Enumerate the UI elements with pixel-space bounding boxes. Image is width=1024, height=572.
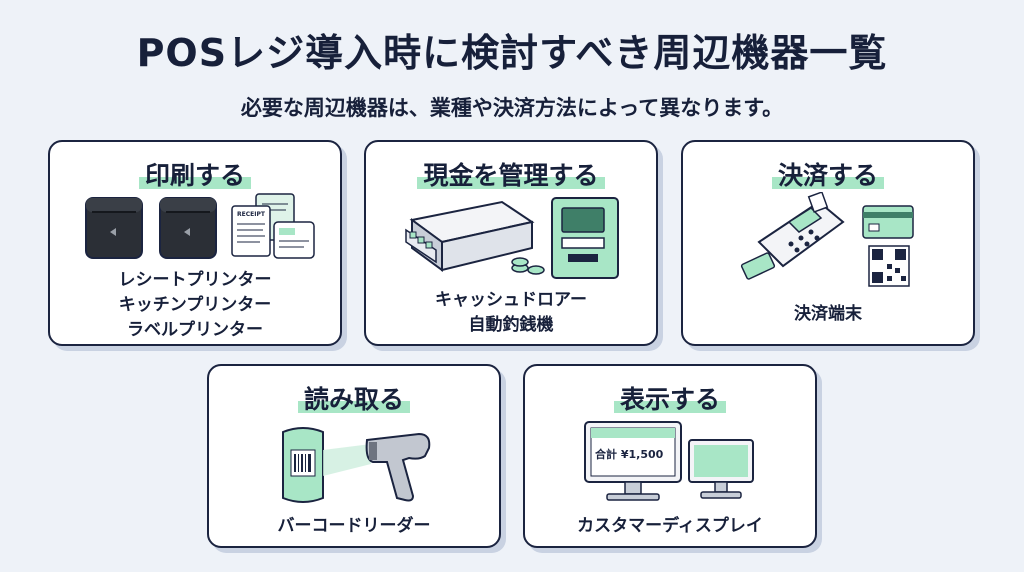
card-label-cash: キャッシュドロアー 自動釣銭機 [435,290,587,335]
cash-drawer-icon [405,200,535,272]
kitchen-printer-icon [159,197,217,259]
card-label-scan: バーコードリーダー [277,516,431,536]
card-title-scan: 読み取る [209,380,499,416]
qr-code-icon [868,245,910,287]
payment-illustration [740,192,914,287]
card-title-payment: 決済する [683,156,973,192]
printer-illustration: RECEIPT [85,193,315,259]
svg-text:RECEIPT: RECEIPT [237,211,266,218]
barcode-scanner-icon [365,432,431,502]
card-label-print: レシートプリンター キッチンプリンター ラベルプリンター [118,270,272,340]
card-cash: 現金を管理する キャッシュドロアー 自動釣銭機 [364,140,658,346]
scan-illustration [282,427,431,503]
card-scan: 読み取る バーコードリーダー [207,364,501,548]
cash-illustration [405,197,619,279]
card-label-payment: 決済端末 [794,304,862,324]
svg-text:合計 ¥1,500: 合計 ¥1,500 [595,447,664,461]
page-subtitle: 必要な周辺機器は、業種や決済方法によって異なります。 [240,96,784,120]
card-title-display: 表示する [525,380,815,416]
monitor-icon [688,439,754,499]
receipt-printer-icon [85,197,143,259]
display-illustration: 合計 ¥1,500 [584,421,754,501]
card-print: 印刷する RECEIPT [48,140,342,346]
card-display: 表示する 合計 ¥1,500 カスタマーディスプレイ [523,364,817,548]
barcode-package-icon [282,427,324,503]
card-payment: 決済する 決済端末 [681,140,975,346]
customer-display-icon: 合計 ¥1,500 [584,421,682,501]
card-label-display: カスタマーディスプレイ [577,516,763,536]
change-machine-icon [551,197,619,279]
payment-terminal-icon [740,192,845,280]
card-title-cash: 現金を管理する [366,156,656,192]
coins-icon [511,257,545,275]
receipt-paper-icon: RECEIPT [231,193,295,257]
label-icon [273,221,315,259]
page-title: POSレジ導入時に検討すべき周辺機器一覧 [136,31,888,75]
credit-card-icon [862,205,914,239]
card-title-print: 印刷する [50,156,340,192]
